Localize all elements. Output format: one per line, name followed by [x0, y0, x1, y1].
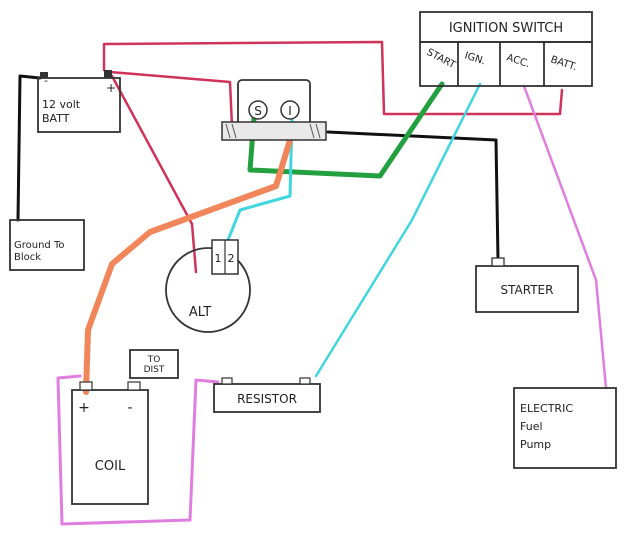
wire-orange-to-coil — [83, 137, 293, 395]
battery-minus-label: - — [44, 74, 48, 87]
coil-label: COIL — [95, 459, 126, 474]
alternator: 1 2 ALT — [165, 239, 251, 333]
coil-minus-label: - — [127, 400, 132, 416]
switch-acc-label: ACC. — [505, 52, 531, 70]
wire-cyan-ign-to-resistor — [314, 82, 482, 378]
wire-red-batt-to-solenoid — [108, 70, 234, 128]
battery-plus-label: + — [106, 81, 116, 95]
alt-label: ALT — [189, 305, 211, 320]
ignition-switch: IGNITION SWITCH START IGN. ACC. BATT. — [419, 11, 593, 87]
wire-cyan-i-to-alt — [222, 116, 294, 252]
switch-batt-label: BATT. — [549, 54, 578, 73]
alt-terminal-1-label: 1 — [215, 252, 222, 265]
coil: + - COIL — [71, 381, 149, 505]
wire-black-ground — [16, 74, 42, 222]
wire-red-batt-to-alt — [110, 74, 198, 274]
solenoid-i-label: I — [288, 104, 292, 118]
wire-black-solenoid-to-starter — [326, 130, 500, 262]
starter-label: STARTER — [501, 283, 554, 297]
coil-plus-label: + — [78, 400, 90, 416]
starter: STARTER — [475, 257, 579, 313]
wire-pink-acc-to-pump — [522, 84, 608, 390]
starter-solenoid: S I — [221, 79, 327, 141]
resistor: RESISTOR — [213, 377, 321, 413]
wire-red-batt-to-switch — [102, 40, 564, 116]
solenoid-s-label: S — [254, 104, 262, 118]
wire-pink-resistor-to-coil — [56, 374, 220, 526]
resistor-label: RESISTOR — [237, 392, 297, 406]
ignition-switch-title: IGNITION SWITCH — [449, 21, 563, 36]
switch-ign-label: IGN. — [463, 50, 487, 67]
switch-start-label: START — [425, 47, 458, 72]
wire-green-start — [247, 81, 445, 179]
alt-terminal-2-label: 2 — [228, 252, 235, 265]
